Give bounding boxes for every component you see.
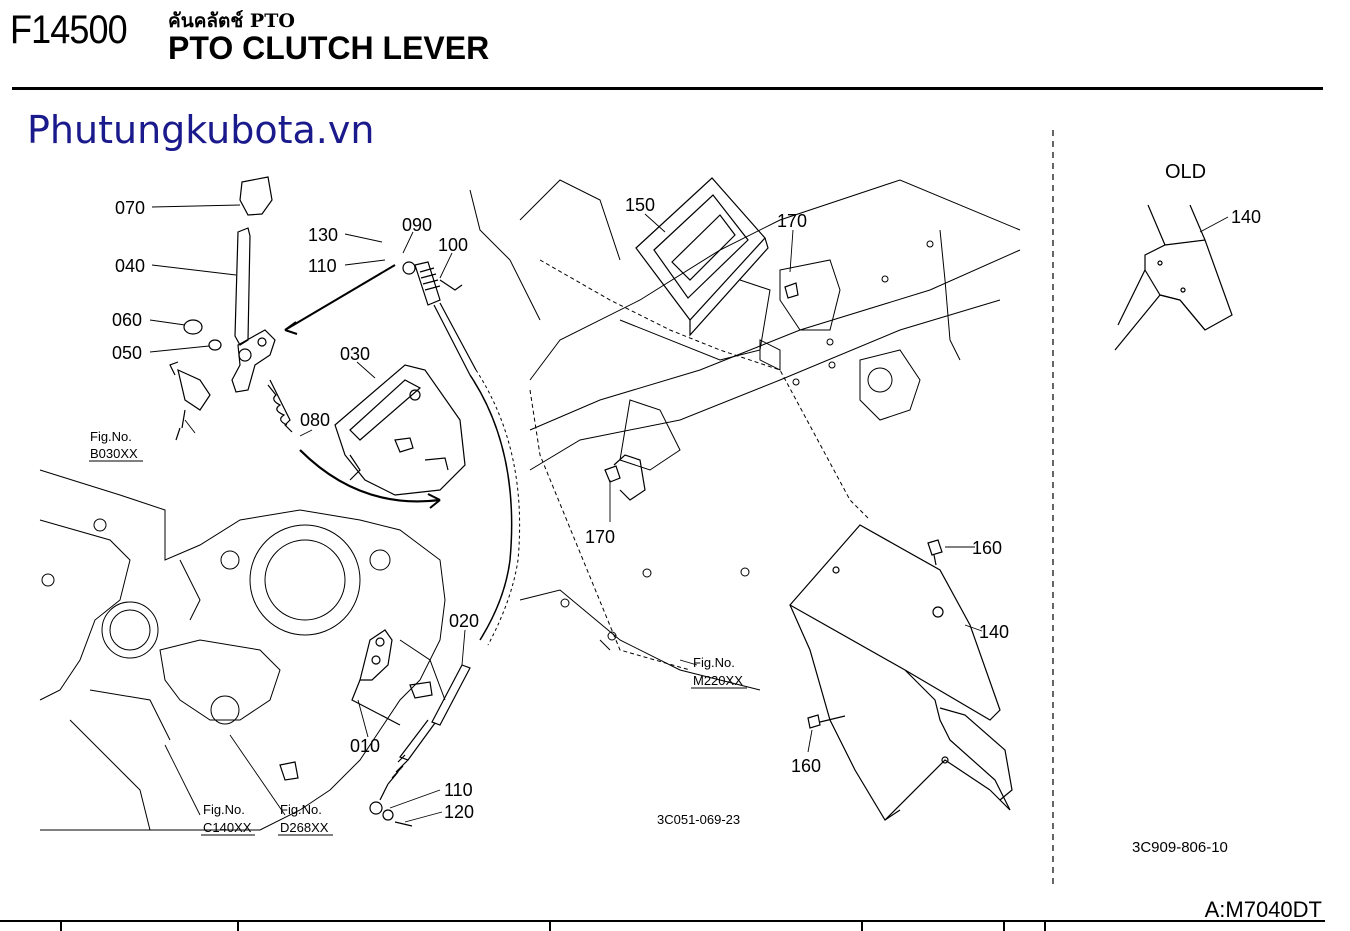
leader-lines: [149, 204, 1229, 823]
label-120: 120: [444, 802, 474, 822]
figref-m220-title: Fig.No.: [693, 655, 735, 670]
table-top-rule: [0, 920, 1325, 922]
figref-c140-code: C140XX: [203, 820, 252, 835]
drawing-ref-main: 3C051-069-23: [657, 812, 740, 827]
bolts: [604, 282, 943, 729]
label-100: 100: [438, 235, 468, 255]
label-050: 050: [112, 343, 142, 363]
engine-block: [39, 469, 446, 831]
label-090: 090: [402, 215, 432, 235]
label-140: 140: [979, 622, 1009, 642]
table-divider: [549, 922, 551, 931]
label-060: 060: [112, 310, 142, 330]
figure-code: F14500: [10, 8, 128, 52]
label-020: 020: [449, 611, 479, 631]
label-030: 030: [340, 344, 370, 364]
cable-lower: [369, 664, 471, 827]
subtitle-thai: คันคลัตช์ PTO: [168, 10, 295, 32]
brand-watermark: Phutungkubota.vn: [27, 108, 375, 152]
figref-m220-code: M220XX: [693, 673, 743, 688]
label-170-top: 170: [777, 211, 807, 231]
label-150: 150: [625, 195, 655, 215]
table-divider: [1044, 922, 1046, 931]
label-110-upper: 110: [308, 256, 337, 276]
figref-d268-title: Fig.No.: [280, 802, 322, 817]
label-070: 070: [115, 198, 145, 218]
label-040: 040: [115, 256, 145, 276]
label-010: 010: [350, 736, 380, 756]
label-080: 080: [300, 410, 330, 430]
drawing-ref-old: 3C909-806-10: [1132, 839, 1228, 856]
cable-upper: [402, 261, 477, 376]
cover-140: [789, 524, 1013, 821]
label-110-lower: 110: [444, 780, 473, 800]
table-divider: [237, 922, 239, 931]
table-divider: [861, 922, 863, 931]
figref-b030-code: B030XX: [90, 446, 138, 461]
page-title: PTO CLUTCH LEVER: [168, 30, 490, 66]
label-130: 130: [308, 225, 338, 245]
label-140-old: 140: [1231, 207, 1261, 227]
frame-outline: [469, 179, 1021, 691]
header-rule: [12, 87, 1323, 90]
old-label: OLD: [1165, 161, 1206, 183]
lever-assembly: [169, 176, 293, 441]
figref-b030-title: Fig.No.: [90, 429, 132, 444]
table-divider: [60, 922, 62, 931]
model-code: A:M7040DT: [1204, 897, 1322, 922]
label-160-bottom: 160: [791, 756, 821, 776]
label-160-top: 160: [972, 538, 1002, 558]
figref-c140-title: Fig.No.: [203, 802, 245, 817]
plate-030: [334, 364, 466, 496]
label-170-mid: 170: [585, 527, 615, 547]
bracket-010: [279, 629, 433, 781]
table-divider: [1003, 922, 1005, 931]
figref-d268-code: D268XX: [280, 820, 329, 835]
cover-150: [635, 177, 769, 337]
old-detail: [1114, 204, 1233, 351]
